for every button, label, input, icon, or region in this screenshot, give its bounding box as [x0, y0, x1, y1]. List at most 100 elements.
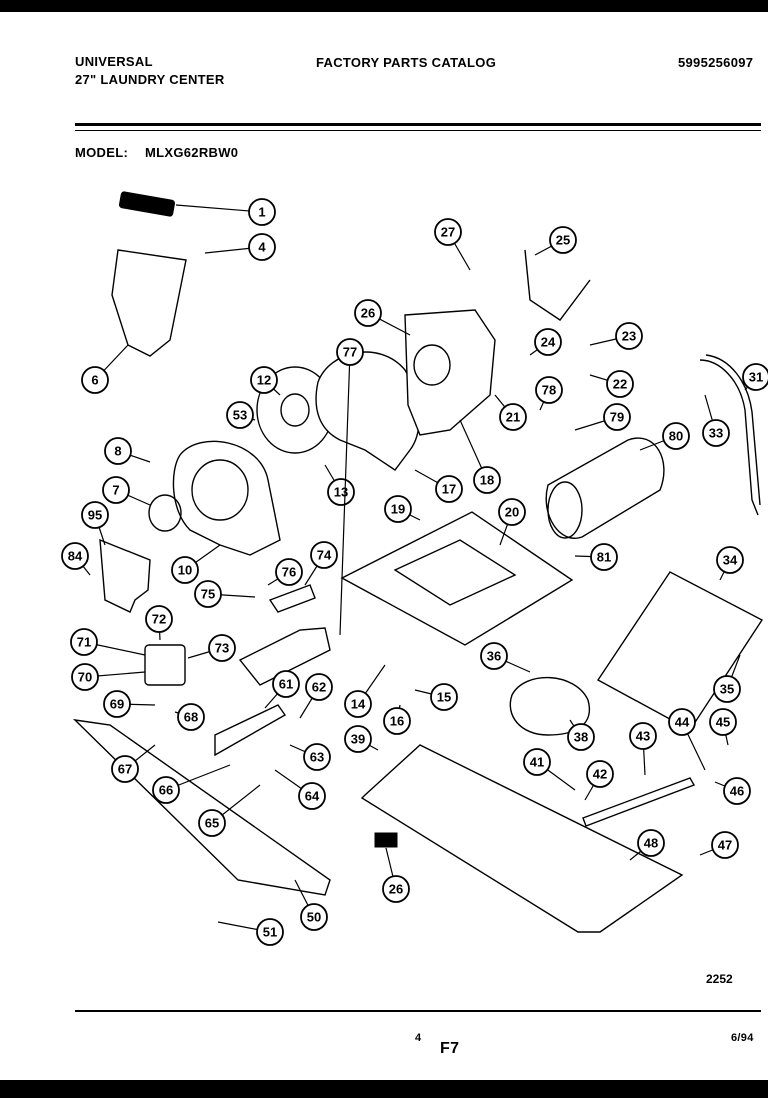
callout-25: 25	[534, 226, 577, 256]
callout-circle	[298, 782, 326, 810]
callout-circle	[344, 690, 372, 718]
callout-circle	[327, 478, 355, 506]
callout-number: 20	[505, 505, 519, 520]
callout-circle	[102, 476, 130, 504]
callout-72: 72	[145, 605, 173, 641]
callout-number: 77	[343, 345, 357, 360]
callout-number: 42	[593, 767, 607, 782]
callout-circle	[226, 401, 254, 429]
callout-69: 69	[103, 690, 156, 718]
callout-number: 80	[669, 429, 683, 444]
callout-circle	[498, 498, 526, 526]
callout-number: 12	[257, 373, 271, 388]
callout-number: 17	[442, 482, 456, 497]
callout-circle	[248, 233, 276, 261]
callout-33: 33	[702, 394, 730, 447]
callout-26: 26	[354, 299, 411, 336]
callout-circle	[430, 683, 458, 711]
callout-circle	[535, 376, 563, 404]
callout-number: 65	[205, 816, 219, 831]
callout-80: 80	[639, 422, 690, 451]
callout-circle	[71, 663, 99, 691]
callout-number: 23	[622, 329, 636, 344]
callout-73: 73	[187, 634, 236, 662]
rod	[524, 249, 591, 321]
callout-number: 15	[437, 690, 451, 705]
terminal-block	[374, 832, 398, 848]
page-number: 4	[415, 1032, 422, 1044]
callout-circle	[61, 542, 89, 570]
callout-number: 33	[709, 426, 723, 441]
callout-64: 64	[274, 769, 326, 810]
footer-rule	[75, 1010, 761, 1012]
callout-number: 50	[307, 910, 321, 925]
callout-81: 81	[574, 543, 618, 571]
callout-circle	[250, 366, 278, 394]
callout-number: 10	[178, 563, 192, 578]
callout-circle	[742, 363, 768, 391]
brand-name: UNIVERSAL	[75, 54, 153, 69]
catalog-number: 5995256097	[678, 55, 754, 70]
product-name: 27" LAUNDRY CENTER	[75, 72, 225, 87]
callout-50: 50	[294, 879, 328, 931]
callout-number: 46	[730, 784, 744, 799]
callout-16: 16	[383, 704, 411, 735]
callout-47: 47	[699, 831, 739, 859]
burner-tube	[238, 627, 331, 686]
callout-43: 43	[629, 722, 657, 776]
callout-circle	[272, 670, 300, 698]
callout-circle	[615, 322, 643, 350]
callout-circle	[473, 466, 501, 494]
callout-circle	[668, 708, 696, 736]
lint-filter	[118, 191, 176, 217]
callout-circle	[480, 642, 508, 670]
callout-65: 65	[198, 784, 261, 837]
callout-circle	[336, 338, 364, 366]
callout-number: 84	[68, 549, 83, 564]
bottom-scan-border	[0, 1080, 768, 1098]
callout-34: 34	[716, 546, 744, 581]
callout-number: 43	[636, 729, 650, 744]
callout-66: 66	[152, 764, 231, 804]
callout-number: 4	[258, 240, 266, 255]
callout-number: 70	[78, 670, 92, 685]
callout-circle	[145, 605, 173, 633]
callout-26: 26	[382, 847, 410, 903]
callout-27: 27	[434, 218, 471, 271]
callout-number: 27	[441, 225, 455, 240]
callout-number: 79	[610, 410, 624, 425]
callout-41: 41	[523, 748, 576, 791]
callout-circle	[434, 218, 462, 246]
callout-number: 76	[282, 565, 296, 580]
callout-21: 21	[494, 394, 527, 431]
callout-number: 1	[258, 205, 265, 220]
callout-number: 26	[361, 306, 375, 321]
callout-74: 74	[304, 541, 338, 586]
exhaust-duct	[509, 676, 591, 736]
callout-67: 67	[111, 744, 156, 783]
callout-circle	[81, 366, 109, 394]
callout-circle	[248, 198, 276, 226]
callout-circle	[382, 875, 410, 903]
catalog-title: FACTORY PARTS CATALOG	[316, 55, 497, 70]
callout-number: 62	[312, 680, 326, 695]
callout-84: 84	[61, 542, 91, 576]
callout-circle	[104, 437, 132, 465]
leader-line	[339, 351, 351, 636]
callout-circle	[549, 226, 577, 254]
callout-number: 44	[675, 715, 690, 730]
callout-79: 79	[574, 403, 631, 431]
rail	[582, 777, 696, 827]
callout-circle	[603, 403, 631, 431]
callout-number: 19	[391, 502, 405, 517]
callout-35: 35	[713, 654, 741, 703]
callout-circle	[70, 628, 98, 656]
callout-15: 15	[414, 683, 458, 711]
callout-53: 53	[226, 401, 256, 429]
callout-number: 22	[613, 377, 627, 392]
callout-number: 45	[716, 715, 730, 730]
callout-number: 25	[556, 233, 570, 248]
callout-circle	[81, 501, 109, 529]
callout-19: 19	[384, 495, 421, 523]
